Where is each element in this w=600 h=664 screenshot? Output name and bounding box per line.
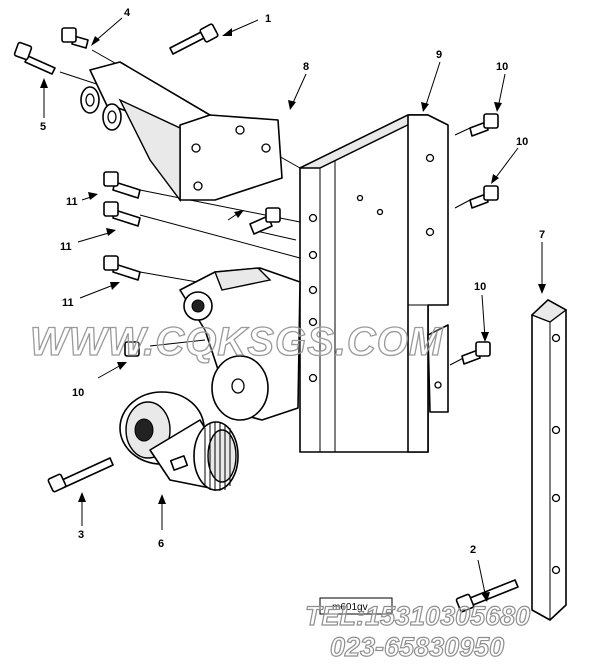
- callout-7: 7: [539, 229, 545, 241]
- callout-10-top: 10: [496, 61, 508, 73]
- callout-11-middle: 11: [60, 241, 72, 253]
- callout-4: 4: [124, 7, 131, 19]
- bolt-4: [61, 27, 89, 49]
- bolt-10-left: [124, 341, 140, 357]
- callout-11-lower: 11: [62, 297, 74, 309]
- bolt-3: [47, 457, 114, 493]
- watermark-phone-2: 023-65830950: [330, 632, 504, 662]
- bolt-11-middle: [103, 201, 141, 227]
- watermark-phone-1: TEL:15310305680: [305, 601, 530, 631]
- callout-11-upper: 11: [66, 196, 78, 208]
- callout-arrowheads: [40, 28, 546, 602]
- callout-1: 1: [265, 13, 271, 25]
- bolt-2: [455, 579, 519, 613]
- callout-2: 2: [470, 544, 476, 556]
- callout-10-left: 10: [72, 387, 84, 399]
- bolt-11-lower: [103, 255, 141, 281]
- vertical-bar-7: [530, 299, 568, 621]
- figure-id: m601gv: [332, 602, 368, 613]
- bolt-11-upper: [103, 171, 141, 199]
- callout-labels: 1 2 3 4 5 6 7 8 9 10 10 10 10 11 11 11: [40, 7, 545, 556]
- tensioner-6: [119, 267, 301, 491]
- callout-10-upper-right: 10: [516, 136, 528, 148]
- bolt-10-right-mid: [461, 341, 491, 365]
- callout-10-mid-right: 10: [474, 281, 486, 293]
- callout-6: 6: [158, 538, 164, 550]
- mounting-plate-9: [299, 114, 449, 453]
- watermark-site: WWW.CQKSGS.COM: [30, 320, 444, 364]
- bolt-10-right-upper: [469, 113, 499, 137]
- watermark: WWW.CQKSGS.COM TEL:15310305680 023-65830…: [29, 319, 530, 662]
- figure-id-box: m601gv: [319, 597, 393, 615]
- bolt-1: [169, 23, 219, 55]
- callout-9: 9: [436, 49, 442, 61]
- callout-3: 3: [78, 529, 84, 541]
- callout-5: 5: [40, 121, 46, 133]
- bolt-10-center: [249, 207, 281, 235]
- bracket-8: [80, 61, 283, 203]
- bolt-10-right-lower: [469, 185, 499, 209]
- bolt-5: [13, 41, 56, 75]
- callout-8: 8: [303, 61, 309, 73]
